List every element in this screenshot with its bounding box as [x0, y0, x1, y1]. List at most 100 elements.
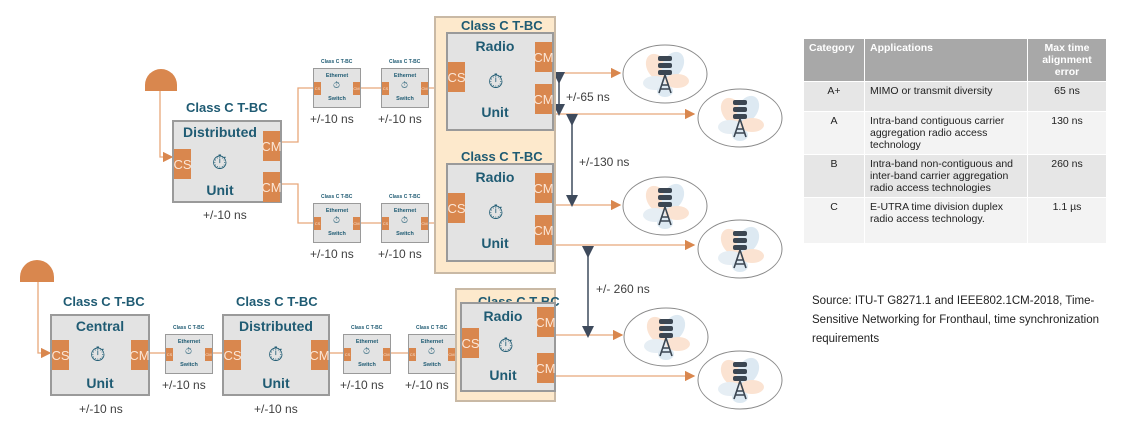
stopwatch-icon: ⏱: [333, 215, 341, 225]
table-row: A+ MIMO or transmit diversity 65 ns: [803, 81, 1107, 112]
alignment-label-260: +/- 260 ns: [596, 282, 650, 296]
cs-port: CS: [382, 82, 389, 95]
alignment-label-130: +/-130 ns: [579, 155, 630, 169]
ethernet-switch: Ethernet ⏱ Switch CS CM: [381, 68, 429, 108]
time-error-label: +/-10 ns: [79, 402, 123, 416]
stopwatch-icon: ⏱: [428, 346, 436, 356]
unit-title: Radio: [483, 308, 523, 324]
ethernet-switch: Ethernet ⏱ Switch CS CM: [381, 203, 429, 243]
time-error-label: +/-10 ns: [162, 378, 206, 392]
cell-max-error: 130 ns: [1027, 111, 1107, 155]
cell-application: E-UTRA time division duplex radio access…: [864, 197, 1028, 244]
switch-label: Switch: [358, 362, 376, 368]
source-note: Source: ITU-T G8271.1 and IEEE802.1CM-20…: [812, 295, 1099, 345]
stopwatch-icon: ⏱: [212, 152, 228, 174]
antenna-cell-site-icon: [622, 176, 708, 236]
stopwatch-icon: ⏱: [185, 346, 193, 356]
cs-port: CS: [461, 328, 480, 358]
ethernet-switch: Ethernet ⏱ Switch CS CM: [408, 334, 456, 374]
switch-label: Switch: [328, 96, 346, 102]
cell-max-error: 65 ns: [1027, 81, 1107, 112]
header-category: Category: [803, 38, 865, 82]
cell-max-error: 1.1 µs: [1027, 197, 1107, 244]
cell-max-error: 260 ns: [1027, 154, 1107, 198]
cm-port: CM: [353, 217, 360, 230]
unit-title: Unit: [86, 375, 114, 391]
cm-port: CM: [535, 353, 556, 383]
unit-title: Unit: [481, 235, 509, 251]
cell-category: A: [803, 111, 865, 155]
class-label: Class C T-BC: [389, 194, 421, 200]
cm-port: CM: [535, 307, 556, 337]
cm-port: CM: [533, 173, 554, 203]
antenna-cell-site-icon: [623, 307, 709, 367]
unit-title: Unit: [489, 367, 517, 383]
table-row: B Intra-band non-contiguous and inter-ba…: [803, 154, 1107, 198]
class-label: Class C T-BC: [461, 18, 543, 33]
cm-port: CM: [533, 84, 554, 114]
stopwatch-icon: ⏱: [90, 344, 106, 366]
class-label: Class C T-BC: [461, 149, 543, 164]
unit-title: Central: [75, 318, 125, 334]
central-unit: Central ⏱ Unit CS CM: [50, 314, 150, 396]
ethernet-switch: Ethernet ⏱ Switch CS CM: [343, 334, 391, 374]
stopwatch-icon: ⏱: [488, 202, 504, 224]
time-error-label: +/-10 ns: [310, 247, 354, 261]
class-label: Class C T-BC: [63, 294, 145, 309]
table-row: C E-UTRA time division duplex radio acce…: [803, 197, 1107, 244]
time-error-label: +/-10 ns: [203, 208, 247, 222]
time-error-label: +/-10 ns: [405, 378, 449, 392]
stopwatch-icon: ⏱: [333, 80, 341, 90]
unit-title: Distributed: [183, 124, 257, 140]
class-label: Class C T-BC: [321, 194, 353, 200]
switch-label: Switch: [423, 362, 441, 368]
cell-category: C: [803, 197, 865, 244]
cm-port: CM: [421, 217, 428, 230]
cell-application: Intra-band non-contiguous and inter-band…: [864, 154, 1028, 198]
ethernet-switch: Ethernet ⏱ Switch CS CM: [165, 334, 213, 374]
unit-title: Unit: [481, 104, 509, 120]
stopwatch-icon: ⏱: [363, 346, 371, 356]
cm-port: CM: [205, 348, 212, 361]
class-label: Class C T-BC: [236, 294, 318, 309]
cs-port: CS: [166, 348, 173, 361]
grandmaster-clock-icon-top: [145, 69, 177, 91]
stopwatch-icon: ⏱: [488, 71, 504, 93]
class-label: Class C T-BC: [173, 325, 205, 331]
stopwatch-icon: ⏱: [401, 215, 409, 225]
cs-port: CS: [344, 348, 351, 361]
class-label: Class C T-BC: [351, 325, 383, 331]
cell-category: B: [803, 154, 865, 198]
switch-label: Switch: [180, 362, 198, 368]
cs-port: CS: [314, 217, 321, 230]
antenna-cell-site-icon: [697, 350, 783, 410]
time-error-label: +/-10 ns: [378, 247, 422, 261]
cm-port: CM: [309, 340, 330, 370]
switch-label: Ethernet: [420, 339, 444, 345]
cs-port: CS: [223, 340, 242, 370]
cell-category: A+: [803, 81, 865, 112]
radio-unit: Radio ⏱ Unit CS CM CM: [446, 163, 554, 262]
switch-label: Switch: [328, 231, 346, 237]
cs-port: CS: [447, 193, 466, 223]
cm-port: CM: [129, 340, 150, 370]
unit-title: Unit: [262, 375, 290, 391]
cs-port: CS: [447, 62, 466, 92]
cm-port: CM: [383, 348, 390, 361]
class-label: Class C T-BC: [389, 59, 421, 65]
cell-application: Intra-band contiguous carrier aggregatio…: [864, 111, 1028, 155]
unit-title: Radio: [475, 38, 515, 54]
stopwatch-icon: ⏱: [268, 344, 284, 366]
distributed-unit-bottom: Distributed ⏱ Unit CS CM: [222, 314, 330, 396]
header-applications: Applications: [864, 38, 1028, 82]
cm-port: CM: [353, 82, 360, 95]
alignment-label-65: +/-65 ns: [566, 90, 610, 104]
ethernet-switch: Ethernet ⏱ Switch CS CM: [313, 68, 361, 108]
cs-port: CS: [173, 149, 192, 179]
time-error-label: +/-10 ns: [340, 378, 384, 392]
cm-port: CM: [533, 42, 554, 72]
switch-label: Switch: [396, 96, 414, 102]
unit-title: Unit: [206, 182, 234, 198]
radio-unit: Radio ⏱ Unit CS CM CM: [460, 302, 556, 392]
